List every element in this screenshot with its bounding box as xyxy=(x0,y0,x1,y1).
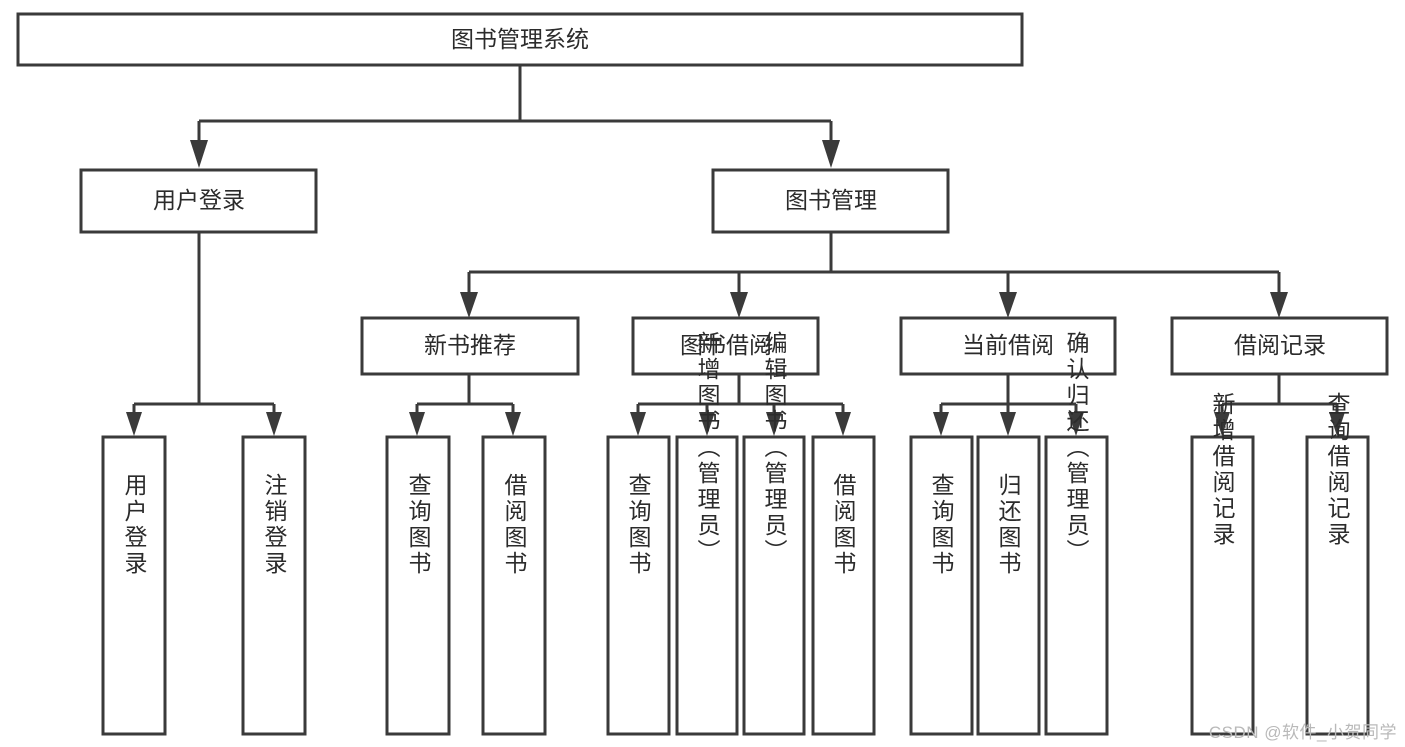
leaf-borrow-record-1[interactable]: 新增借阅记录 xyxy=(1190,392,1255,736)
leaf-book-borrow-2[interactable]: 新增图书（管理员） xyxy=(675,331,739,736)
node-new-book-recommend[interactable]: 新书推荐 xyxy=(360,316,580,376)
leaf-book-borrow-3-label: 编辑图书（管理员） xyxy=(761,331,788,565)
node-borrow-record-label: 借阅记录 xyxy=(1234,332,1326,358)
node-new-book-recommend-label: 新书推荐 xyxy=(424,332,516,358)
leaf-current-borrow-1-label: 查询图书 xyxy=(928,473,955,577)
node-user-login-label: 用户登录 xyxy=(153,187,245,213)
leaf-borrow-record-2[interactable]: 查询借阅记录 xyxy=(1305,392,1370,736)
node-user-login[interactable]: 用户登录 xyxy=(79,168,318,234)
arrow-book-borrow-c2 xyxy=(699,412,715,436)
connector-group-root xyxy=(190,65,840,168)
leaf-borrow-record-1-label: 新增借阅记录 xyxy=(1209,392,1236,548)
leaf-new-book-2-box[interactable] xyxy=(481,435,547,736)
leaf-new-book-1[interactable]: 查询图书 xyxy=(385,435,451,736)
arrow-book-mgmt-c2 xyxy=(730,292,748,318)
node-book-borrow-label: 图书借阅 xyxy=(680,332,772,358)
leaf-borrow-record-2-label: 查询借阅记录 xyxy=(1324,392,1351,548)
leaf-user-login-1-label: 用户登录 xyxy=(121,473,148,577)
node-book-borrow[interactable]: 图书借阅 xyxy=(631,316,820,376)
csdn-watermark: CSDN @软件_小贺同学 xyxy=(1208,723,1397,742)
arrow-book-borrow-c1 xyxy=(630,412,646,436)
connector-group-user-login xyxy=(126,232,282,436)
leaf-borrow-record-1-box[interactable] xyxy=(1190,435,1255,736)
leaf-new-book-1-label: 查询图书 xyxy=(405,473,432,577)
connector-group-book-mgmt xyxy=(460,232,1288,318)
arrow-user-login-c1 xyxy=(126,412,142,436)
leaf-user-login-2-label: 注销登录 xyxy=(261,473,288,577)
leaf-book-borrow-4[interactable]: 借阅图书 xyxy=(811,435,876,736)
connector-group-new-book xyxy=(409,374,521,436)
leaf-book-borrow-2-box[interactable] xyxy=(675,435,739,736)
node-borrow-record-box[interactable] xyxy=(1170,316,1389,376)
connector-group-borrow-record xyxy=(1214,374,1345,436)
leaf-book-borrow-4-box[interactable] xyxy=(811,435,876,736)
arrow-current-borrow-c3 xyxy=(1068,412,1084,436)
node-current-borrow[interactable]: 当前借阅 xyxy=(899,316,1117,376)
leaf-user-login-2-box[interactable] xyxy=(241,435,307,736)
leaf-book-borrow-1[interactable]: 查询图书 xyxy=(606,435,671,736)
node-root[interactable]: 图书管理系统 xyxy=(16,12,1024,67)
node-user-login-box[interactable] xyxy=(79,168,318,234)
arrow-current-borrow-c2 xyxy=(1000,412,1016,436)
node-borrow-record[interactable]: 借阅记录 xyxy=(1170,316,1389,376)
leaf-new-book-2-label: 借阅图书 xyxy=(501,473,528,577)
node-book-borrow-box[interactable] xyxy=(631,316,820,376)
leaf-current-borrow-2[interactable]: 归还图书 xyxy=(976,435,1041,736)
leaf-current-borrow-2-label: 归还图书 xyxy=(995,473,1022,577)
node-new-book-recommend-box[interactable] xyxy=(360,316,580,376)
leaf-user-login-1[interactable]: 用户登录 xyxy=(101,435,167,736)
arrow-new-book-c2 xyxy=(505,412,521,436)
leaf-current-borrow-3-label: 确认归还（管理员） xyxy=(1063,331,1090,565)
node-book-management-label: 图书管理 xyxy=(785,187,877,213)
arrow-new-book-c1 xyxy=(409,412,425,436)
arrow-root-to-user-login xyxy=(190,140,208,168)
node-root-label: 图书管理系统 xyxy=(451,26,589,52)
leaf-current-borrow-1[interactable]: 查询图书 xyxy=(909,435,974,736)
leaf-user-login-1-box[interactable] xyxy=(101,435,167,736)
node-root-box[interactable] xyxy=(16,12,1024,67)
arrow-book-mgmt-c1 xyxy=(460,292,478,318)
leaf-current-borrow-3[interactable]: 确认归还（管理员） xyxy=(1044,331,1109,736)
leaf-book-borrow-2-label: 新增图书（管理员） xyxy=(694,331,721,565)
node-current-borrow-box[interactable] xyxy=(899,316,1117,376)
node-book-management-box[interactable] xyxy=(711,168,950,234)
connector-group-book-borrow xyxy=(630,374,851,436)
leaf-user-login-2[interactable]: 注销登录 xyxy=(241,435,307,736)
arrow-book-borrow-c4 xyxy=(835,412,851,436)
arrow-current-borrow-c1 xyxy=(933,412,949,436)
leaf-new-book-2[interactable]: 借阅图书 xyxy=(481,435,547,736)
connector-group-current-borrow xyxy=(933,374,1084,436)
leaf-current-borrow-1-box[interactable] xyxy=(909,435,974,736)
node-book-management[interactable]: 图书管理 xyxy=(711,168,950,234)
leaf-book-borrow-1-box[interactable] xyxy=(606,435,671,736)
arrow-borrow-record-c1 xyxy=(1214,412,1230,436)
arrow-borrow-record-c2 xyxy=(1329,412,1345,436)
leaf-current-borrow-3-box[interactable] xyxy=(1044,435,1109,736)
leaf-book-borrow-4-label: 借阅图书 xyxy=(830,473,857,577)
leaf-book-borrow-1-label: 查询图书 xyxy=(625,473,652,577)
arrow-book-mgmt-c4 xyxy=(1270,292,1288,318)
arrow-book-borrow-c3 xyxy=(766,412,782,436)
leaf-current-borrow-2-box[interactable] xyxy=(976,435,1041,736)
leaf-book-borrow-3-box[interactable] xyxy=(742,435,806,736)
leaf-new-book-1-box[interactable] xyxy=(385,435,451,736)
node-current-borrow-label: 当前借阅 xyxy=(962,332,1054,358)
arrow-user-login-c2 xyxy=(266,412,282,436)
arrow-book-mgmt-c3 xyxy=(999,292,1017,318)
leaf-borrow-record-2-box[interactable] xyxy=(1305,435,1370,736)
leaf-book-borrow-3[interactable]: 编辑图书（管理员） xyxy=(742,331,806,736)
arrow-root-to-book-mgmt xyxy=(822,140,840,168)
